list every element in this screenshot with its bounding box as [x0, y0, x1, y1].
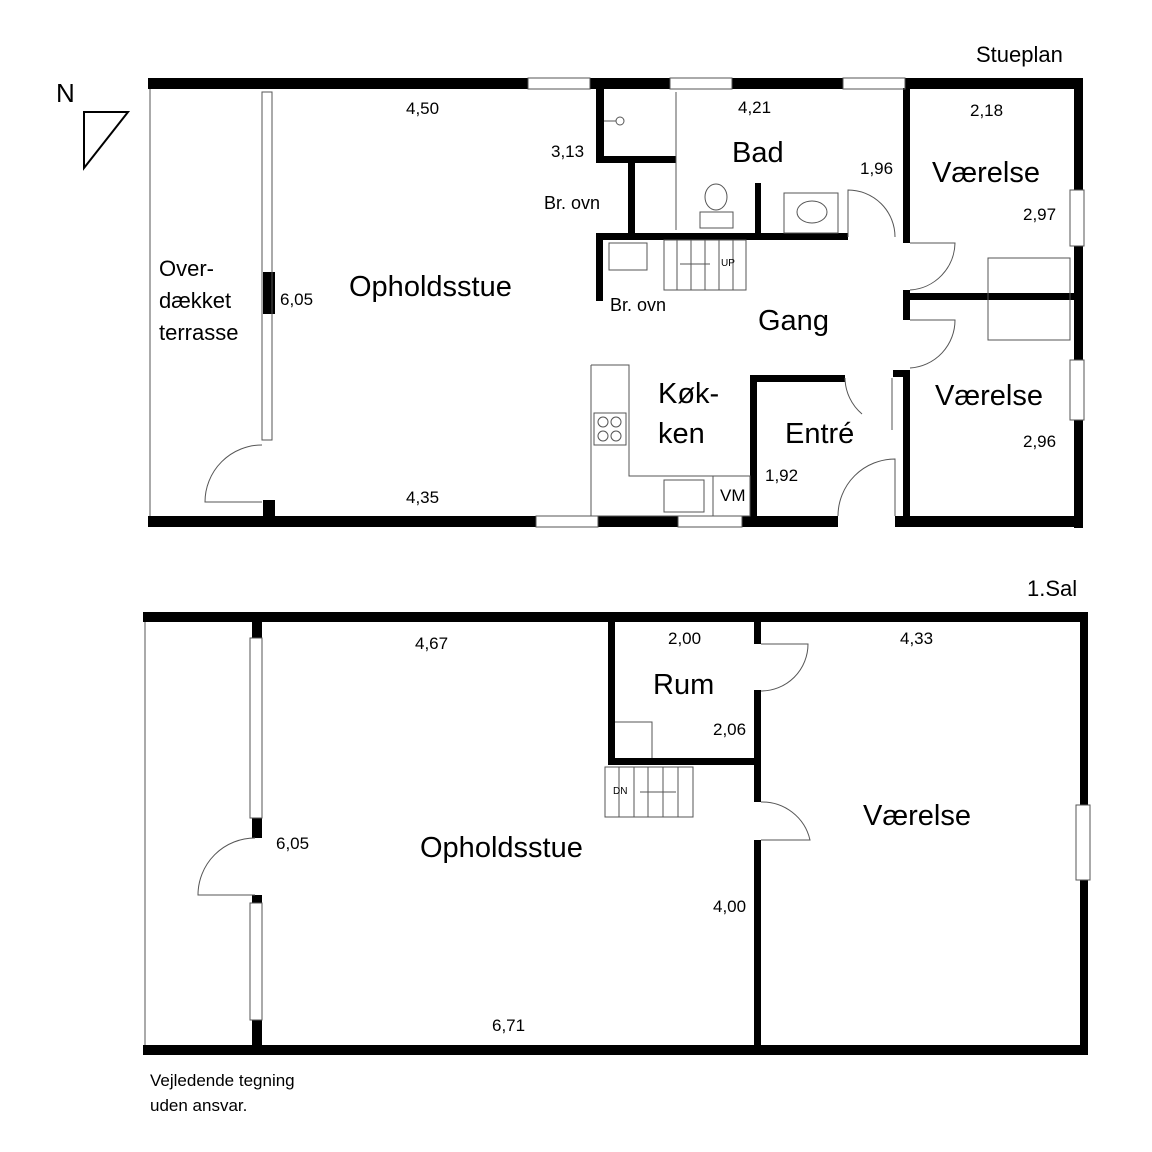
dim-living-side-first: 6,05 — [276, 834, 310, 853]
stove-label-1: Br. ovn — [544, 193, 601, 213]
room-rum: Rum — [653, 669, 715, 701]
fixtures — [144, 77, 1091, 1045]
terrace-label-2: dækket — [159, 288, 232, 313]
room-bedroom-1: Værelse — [932, 157, 1040, 189]
disclaimer-line-2: uden ansvar. — [150, 1096, 248, 1115]
dim-living-top: 4,50 — [406, 99, 440, 118]
dim-living-top-first: 4,67 — [415, 634, 449, 653]
dim-bath-top: 4,21 — [738, 98, 772, 117]
room-entry: Entré — [785, 418, 855, 450]
dim-room-top: 2,00 — [668, 629, 702, 648]
dim-bed1-side: 2,97 — [1023, 205, 1057, 224]
ground-floor-title: Stueplan — [976, 42, 1063, 67]
walls — [143, 78, 1088, 1055]
dim-living-bottom-first: 6,71 — [492, 1016, 526, 1035]
terrace-label-3: terrasse — [159, 320, 239, 345]
north-arrow-icon — [83, 111, 131, 171]
dim-room-side: 2,06 — [713, 720, 747, 739]
compass-label: N — [56, 78, 75, 108]
room-hall: Gang — [758, 305, 829, 337]
room-bedroom-first: Værelse — [863, 800, 971, 832]
dim-living-bottom: 4,35 — [406, 488, 440, 507]
room-bedroom-2: Værelse — [935, 380, 1043, 412]
dim-bed-top-first: 4,33 — [900, 629, 934, 648]
stairs-down-label: DN — [613, 786, 628, 797]
stove-label-2: Br. ovn — [610, 295, 667, 315]
dim-living-right: 4,00 — [713, 897, 747, 916]
room-living-first: Opholdsstue — [420, 832, 583, 864]
first-floor-title: 1.Sal — [1027, 576, 1078, 601]
room-living-ground: Opholdsstue — [349, 271, 512, 303]
dim-entry: 1,92 — [765, 466, 799, 485]
dim-bed2-side: 2,96 — [1023, 432, 1057, 451]
dim-bath-side: 1,96 — [860, 159, 894, 178]
stairs-up-label: UP — [721, 258, 735, 269]
room-kitchen-1: Køk- — [658, 378, 720, 410]
washer-label: VM — [720, 486, 746, 505]
dim-bed1-top: 2,18 — [970, 101, 1004, 120]
room-kitchen-2: ken — [658, 418, 705, 450]
terrace-label-1: Over- — [159, 256, 214, 281]
room-bath: Bad — [732, 137, 784, 169]
disclaimer-line-1: Vejledende tegning — [150, 1071, 295, 1090]
dim-living-side: 6,05 — [280, 290, 314, 309]
dim-shower: 3,13 — [551, 142, 585, 161]
